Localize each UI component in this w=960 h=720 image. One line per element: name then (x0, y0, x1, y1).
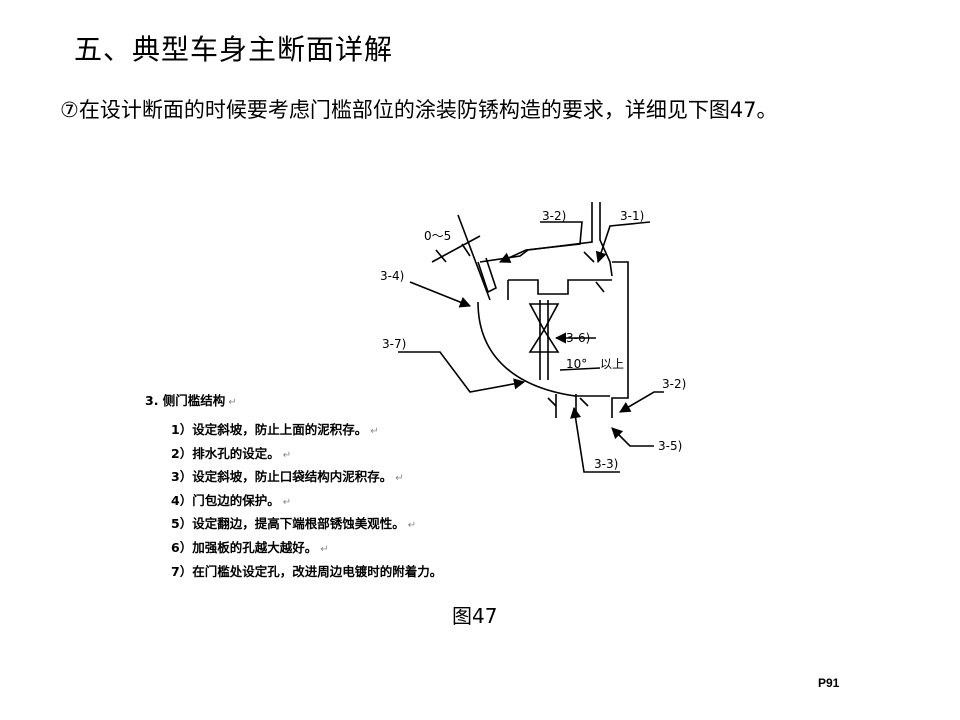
label-yishang: 以上 (600, 357, 624, 371)
list-item: 1）设定斜坡，防止上面的泥积存。↵ (171, 422, 379, 437)
dim-10deg (559, 367, 601, 371)
list-item: 4）门包边的保护。↵ (171, 492, 292, 508)
hatch-marks (435, 243, 605, 407)
rocker-structure-list: 3. 侧门槛结构↵ 1）设定斜坡，防止上面的泥积存。↵ 2）排水孔的设定。↵ 3… (145, 390, 442, 584)
door-panel-line (457, 214, 491, 301)
leader-3-3 (570, 406, 620, 473)
label-0to5: 0～5 (424, 229, 451, 243)
list-item: 5）设定翻边，提高下端根部锈蚀美观性。↵ (171, 516, 417, 532)
label-3-4: 3-4) (380, 269, 404, 283)
intro-text: ⑦在设计断面的时候要考虑门槛部位的涂装防锈构造的要求，详细见下图47。 (60, 98, 778, 122)
upper-step (479, 202, 593, 263)
leader-3-7 (398, 351, 526, 393)
list-item: 7）在门槛处设定孔，改进周边电镀时的附着力。 (171, 563, 443, 579)
door-hem-flange (477, 257, 497, 294)
label-3-2-top: 3-2) (542, 209, 566, 223)
dim-0to5 (431, 235, 481, 263)
leader-3-2-top (498, 221, 583, 263)
label-3-2-right: 3-2) (662, 377, 686, 391)
label-3-5: 3-5) (658, 439, 682, 453)
label-3-1: 3-1) (620, 209, 644, 223)
label-3-7: 3-7) (382, 337, 406, 351)
label-10deg: 10° (566, 357, 587, 371)
leader-3-1 (595, 221, 651, 264)
list-item: 3）设定斜坡，防止口袋结构内泥积存。↵ (171, 469, 404, 485)
page-title: 五、典型车身主断面详解 (74, 33, 394, 66)
list-item: 2）排水孔的设定。↵ (171, 445, 292, 461)
dim-gap (555, 394, 577, 418)
rocker-outer-curve (477, 301, 610, 397)
leader-3-2-right (619, 391, 664, 413)
hole-triangles (528, 303, 560, 353)
inner-vertical (611, 261, 629, 418)
leader-3-4 (409, 281, 472, 308)
inner-step-profile (508, 279, 612, 295)
page-number: P91 (818, 676, 840, 690)
list-heading: 3. 侧门槛结构↵ (145, 393, 237, 408)
label-3-3: 3-3) (594, 457, 618, 471)
reinforcement-vertical (539, 300, 549, 380)
leader-3-5 (611, 427, 654, 447)
list-item: 6）加强板的孔越大越好。↵ (171, 539, 329, 555)
figure-caption: 图47 (452, 604, 498, 628)
label-3-6: 3-6) (566, 331, 590, 345)
